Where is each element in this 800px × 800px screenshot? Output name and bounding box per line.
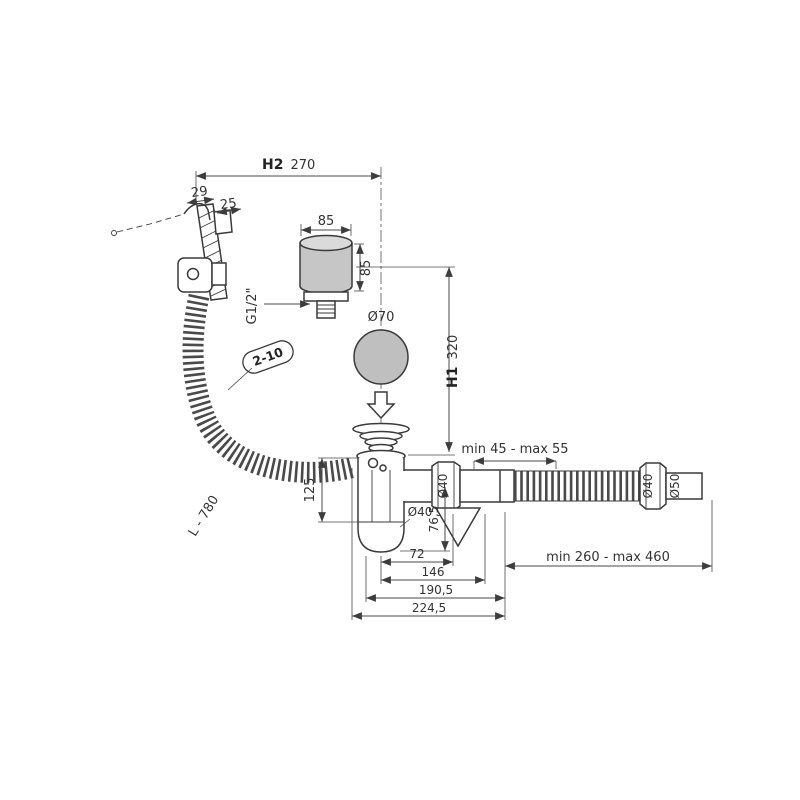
dia-40-elbow-label: Ø40 bbox=[436, 474, 450, 499]
dia-50-end-label: Ø50 bbox=[668, 474, 682, 499]
h1-value: 320 bbox=[446, 335, 461, 360]
dim-h2: H2 270 bbox=[262, 157, 315, 173]
thread-size-label: G1/2" bbox=[245, 288, 260, 325]
dim-25: 25 bbox=[219, 196, 237, 213]
dia-70-label: Ø70 bbox=[368, 310, 395, 325]
end-nut bbox=[639, 462, 667, 510]
waste-trap bbox=[357, 457, 515, 553]
clamp-range-label: 2-10 bbox=[251, 344, 286, 369]
flexible-outlet bbox=[514, 462, 703, 510]
clamp-range-badge: 2-10 bbox=[242, 340, 294, 374]
dim-85-width: 85 bbox=[318, 214, 335, 229]
dim-224-5: 224,5 bbox=[412, 601, 446, 615]
dim-125: 125 bbox=[303, 478, 318, 503]
cable-entry bbox=[186, 267, 200, 281]
dim-h1: H1320 bbox=[445, 335, 461, 388]
plug-disc bbox=[353, 329, 409, 385]
union-nut bbox=[431, 461, 461, 511]
h1-label: H1 bbox=[445, 367, 461, 388]
head-base bbox=[303, 291, 349, 302]
end-tail-pipe bbox=[665, 472, 703, 500]
wall-section bbox=[177, 203, 233, 301]
cable-anchor bbox=[367, 457, 379, 469]
hose-length-label: L - 780 bbox=[186, 493, 223, 539]
dim-29: 29 bbox=[190, 184, 208, 201]
overflow-grate bbox=[211, 262, 227, 286]
corrugated-overflow-hose bbox=[182, 293, 357, 483]
drain-plug bbox=[352, 329, 410, 463]
dimension-lines bbox=[186, 171, 713, 620]
dim-146: 146 bbox=[422, 565, 445, 579]
dim-72: 72 bbox=[409, 547, 424, 561]
elbow-cone bbox=[434, 507, 482, 548]
dia-40-end-label: Ø40 bbox=[641, 474, 655, 499]
overflow-flange bbox=[213, 209, 233, 235]
down-arrow bbox=[366, 391, 396, 420]
dim-76-5: 76,5 bbox=[427, 506, 441, 533]
overflow-body bbox=[177, 257, 213, 293]
pull-cable bbox=[111, 202, 211, 236]
thread-stub bbox=[316, 300, 336, 319]
dim-85-height: 85 bbox=[359, 260, 374, 277]
head-cap bbox=[299, 234, 353, 252]
h2-label: H2 bbox=[262, 157, 283, 173]
h2-value: 270 bbox=[290, 158, 315, 173]
extend-range-label: min 260 - max 460 bbox=[546, 550, 670, 565]
trap-cup bbox=[357, 458, 405, 553]
adjust-range-label: min 45 - max 55 bbox=[461, 442, 568, 457]
dia-40-trap-label: Ø40 bbox=[408, 505, 433, 519]
adjust-pipe bbox=[459, 469, 515, 503]
overflow-head bbox=[299, 234, 353, 319]
dim-190-5: 190,5 bbox=[419, 583, 453, 597]
